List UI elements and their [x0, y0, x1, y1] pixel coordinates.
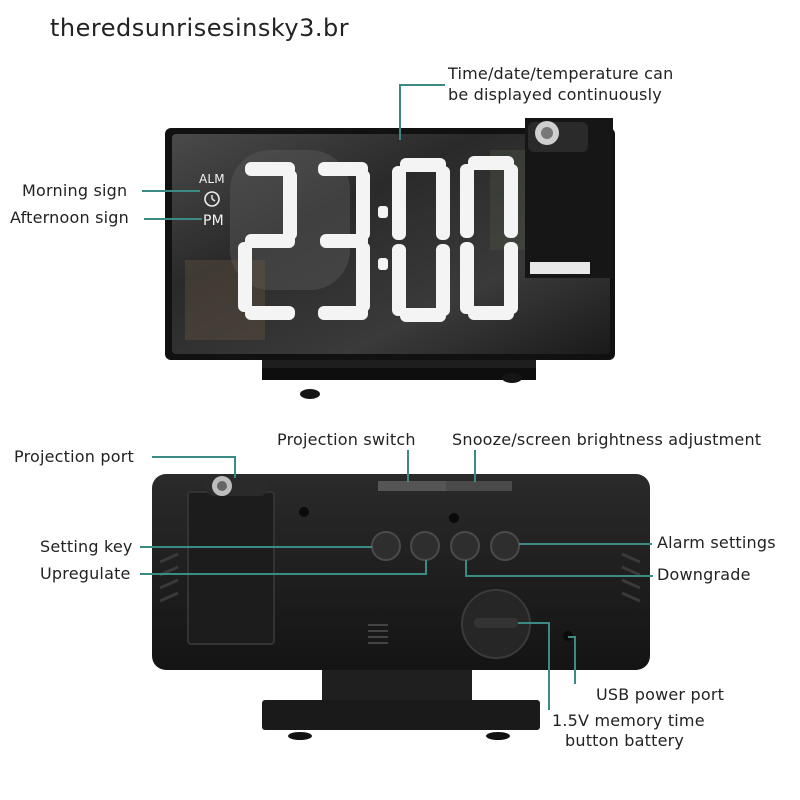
alarm-bell-icon — [204, 191, 220, 207]
callout-battery-2: button battery — [565, 731, 685, 750]
leader-downgrade-v — [465, 560, 467, 576]
leader-usb-h — [568, 636, 576, 638]
callout-projection-port: Projection port — [14, 447, 134, 466]
mirror-screen — [172, 134, 610, 354]
leader-battery-v — [548, 622, 550, 710]
back-clock — [152, 474, 650, 740]
leader-projection-port — [152, 456, 234, 458]
leader-upregulate-v — [425, 560, 427, 575]
callout-afternoon-sign: Afternoon sign — [10, 208, 129, 227]
leader-alarm-settings — [519, 543, 652, 545]
front-clock — [165, 118, 615, 399]
alarm-button — [490, 531, 520, 561]
watermark: theredsunrisesinsky3.br — [50, 14, 350, 42]
pm-indicator: PM — [203, 213, 224, 229]
callout-downgrade: Downgrade — [657, 565, 751, 584]
leader-projection-switch — [407, 450, 409, 482]
callout-projection-switch: Projection switch — [277, 430, 416, 449]
projection-switch[interactable] — [378, 481, 446, 491]
setting-key-button — [371, 531, 401, 561]
leader-battery-h — [518, 622, 550, 624]
leader-display-info-h — [399, 84, 445, 86]
leader-setting-key — [140, 546, 372, 548]
callout-alarm-settings: Alarm settings — [657, 533, 776, 552]
leader-snooze — [474, 450, 476, 482]
callout-battery-1: 1.5V memory time — [552, 711, 705, 730]
back-buttons[interactable] — [371, 531, 520, 561]
leader-upregulate — [140, 573, 426, 575]
callout-setting-key: Setting key — [40, 537, 133, 556]
callout-usb-power-port: USB power port — [596, 685, 725, 704]
alm-indicator: ALM — [199, 172, 225, 186]
callout-display-info-1: Time/date/temperature can — [448, 64, 674, 83]
leader-downgrade — [465, 575, 653, 577]
snooze-switch[interactable] — [446, 481, 512, 491]
time-digits — [238, 156, 518, 322]
projection-arm — [187, 491, 275, 645]
callout-snooze: Snooze/screen brightness adjustment — [452, 430, 762, 449]
leader-projection-port-v — [234, 456, 236, 478]
down-button — [450, 531, 480, 561]
leader-usb-v — [574, 636, 576, 684]
callout-upregulate: Upregulate — [40, 564, 131, 583]
vents — [159, 552, 641, 603]
callout-display-info-2: be displayed continuously — [448, 85, 662, 104]
leader-display-info — [399, 84, 401, 140]
up-button — [410, 531, 440, 561]
battery-cover — [461, 589, 531, 659]
leader-afternoon — [144, 218, 202, 220]
callout-morning-sign: Morning sign — [22, 181, 128, 200]
leader-morning — [142, 190, 200, 192]
speaker-grille — [368, 624, 388, 644]
